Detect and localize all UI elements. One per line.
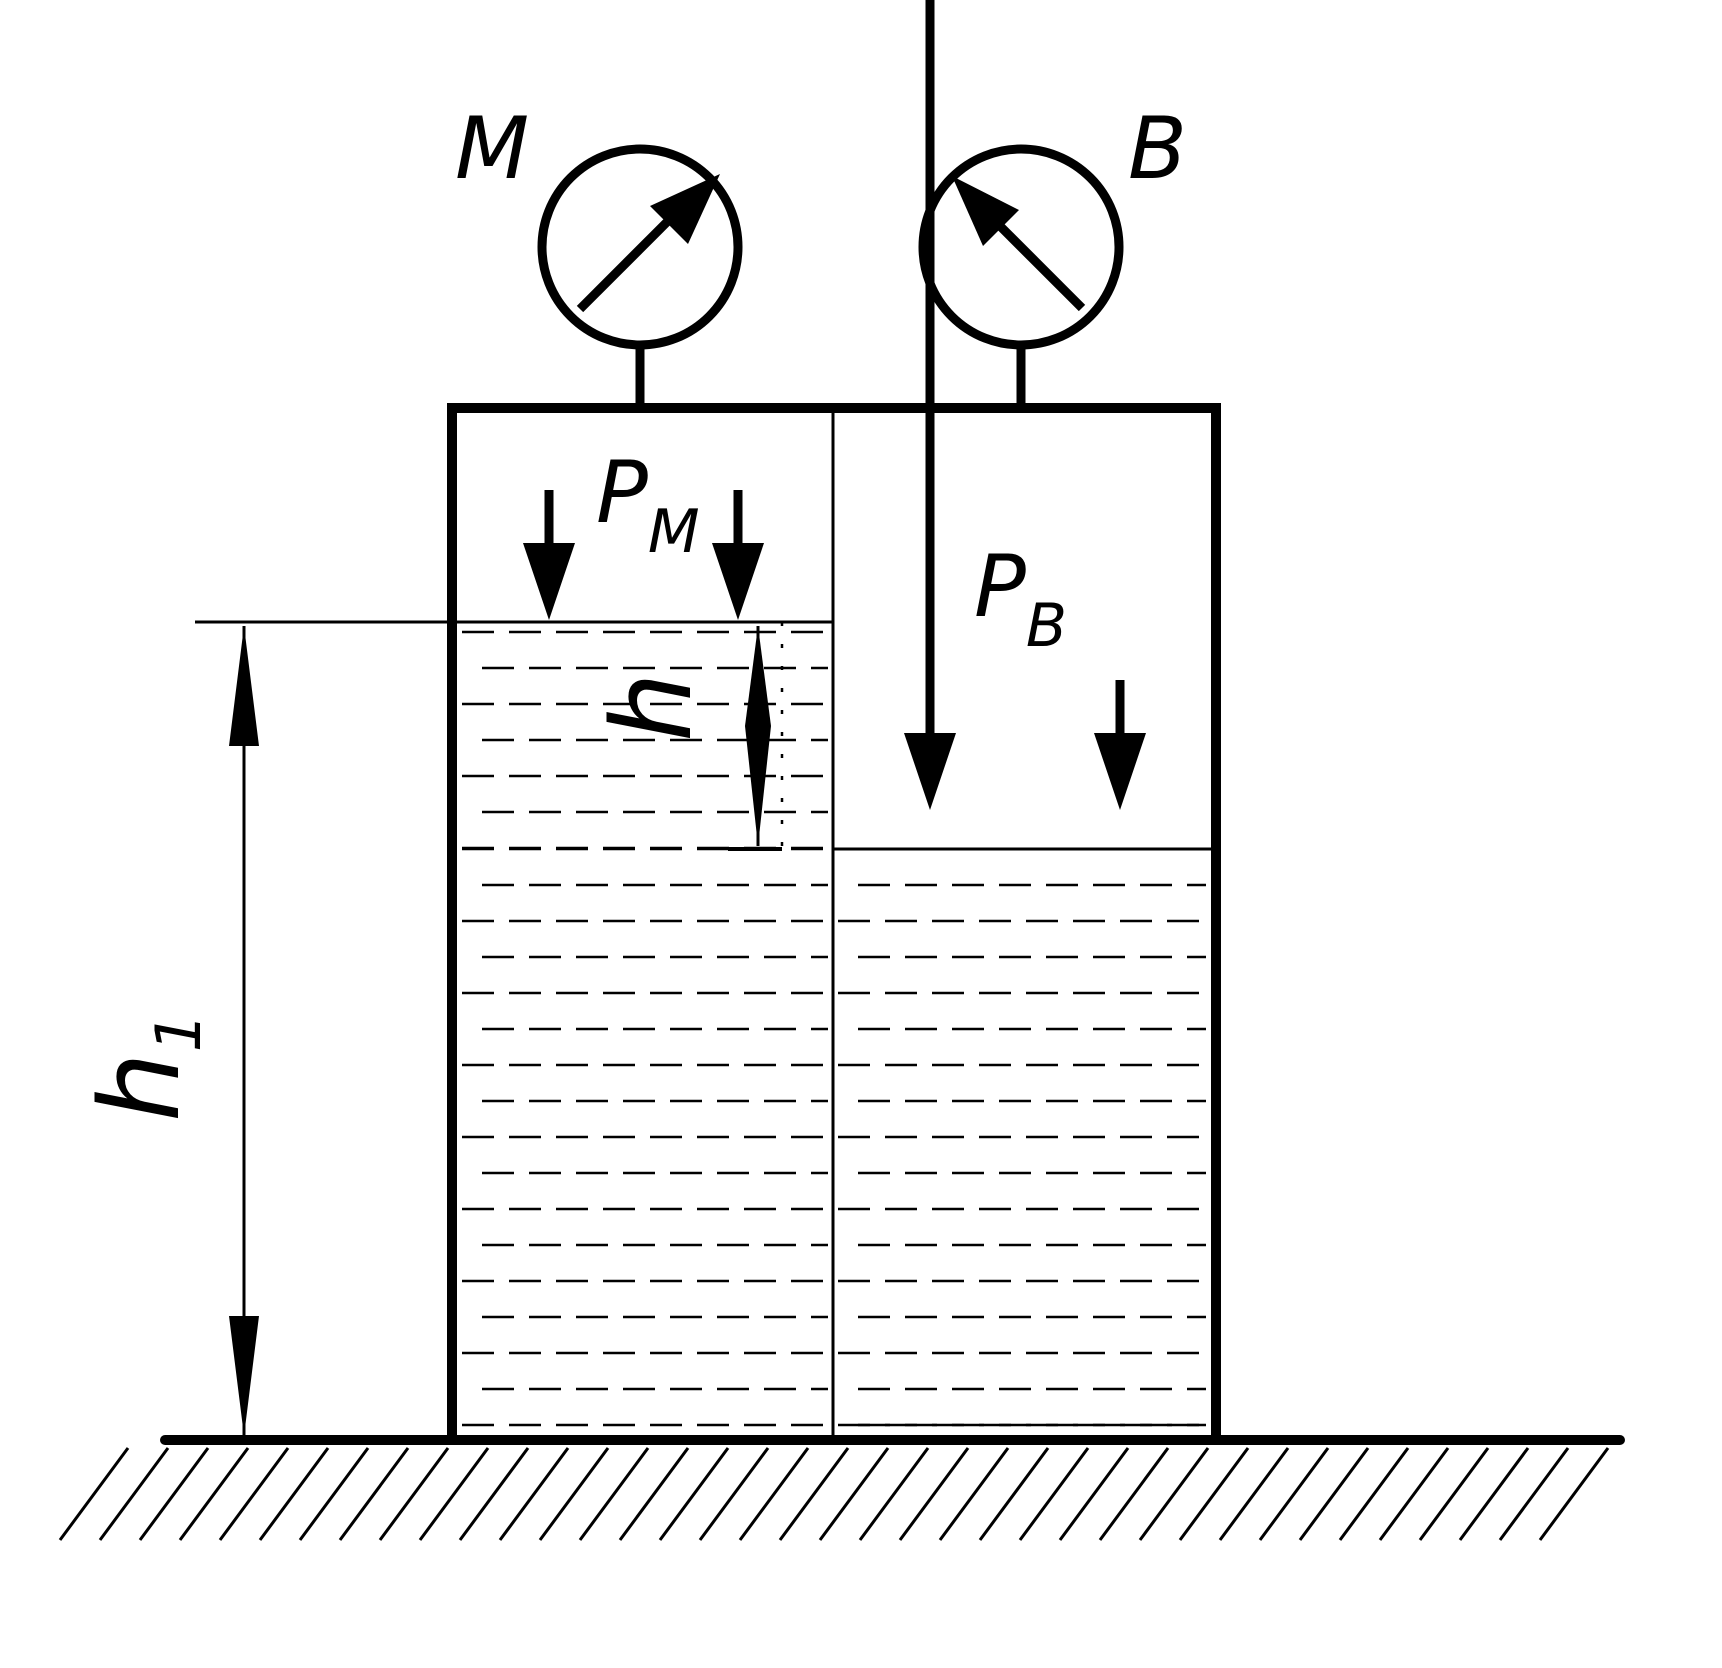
hatch-line: [818, 1447, 890, 1541]
ground-hatching: [58, 1447, 1610, 1541]
hatch-line: [298, 1447, 370, 1541]
hatch-line: [858, 1447, 930, 1541]
hatch-line: [58, 1447, 130, 1541]
label-h1-base: h: [76, 1052, 204, 1122]
liquid-left-lower: [462, 847, 828, 1427]
hatch-line: [378, 1447, 450, 1541]
hatch-line: [1178, 1447, 1250, 1541]
dimension-h: [728, 622, 784, 851]
label-p-b-base: P: [974, 537, 1026, 637]
hatch-line: [1258, 1447, 1330, 1541]
hatch-line: [218, 1447, 290, 1541]
hatch-line: [178, 1447, 250, 1541]
hatch-line: [1498, 1447, 1570, 1541]
hatch-line: [1458, 1447, 1530, 1541]
label-h: h: [588, 672, 716, 742]
hatch-line: [1298, 1447, 1370, 1541]
hatch-line: [458, 1447, 530, 1541]
hatch-line: [498, 1447, 570, 1541]
hatch-line: [98, 1447, 170, 1541]
hatch-line: [1338, 1447, 1410, 1541]
pressure-arrows-left: [523, 490, 764, 620]
hatch-line: [618, 1447, 690, 1541]
hatch-line: [338, 1447, 410, 1541]
hatch-line: [258, 1447, 330, 1541]
hatch-line: [1098, 1447, 1170, 1541]
pressure-arrows-right: [904, 0, 1146, 810]
hatch-line: [1018, 1447, 1090, 1541]
hatch-line: [898, 1447, 970, 1541]
label-p-m-base: P: [596, 443, 648, 543]
liquid-right: [838, 883, 1206, 1427]
label-vacuummeter: B: [1128, 99, 1187, 199]
dimension-h1: [229, 626, 259, 1436]
hatch-line: [738, 1447, 810, 1541]
liquid-left-upper: [462, 630, 828, 850]
label-p-m: PM: [596, 443, 700, 567]
label-p-b-sub: B: [1026, 591, 1067, 661]
hatch-line: [1058, 1447, 1130, 1541]
hatch-line: [538, 1447, 610, 1541]
hatch-line: [1418, 1447, 1490, 1541]
label-p-b: PB: [974, 537, 1067, 661]
label-manometer: M: [455, 99, 529, 199]
hatch-line: [1138, 1447, 1210, 1541]
label-p-m-sub: M: [648, 497, 700, 567]
manometer-gauge: [537, 144, 743, 408]
hatch-line: [978, 1447, 1050, 1541]
vacuummeter-gauge: [918, 144, 1124, 408]
hatch-line: [1218, 1447, 1290, 1541]
hatch-line: [938, 1447, 1010, 1541]
hatch-line: [418, 1447, 490, 1541]
label-h1-sub: 1: [142, 1013, 215, 1052]
label-h1: h1: [76, 1013, 215, 1122]
hatch-line: [658, 1447, 730, 1541]
hatch-line: [578, 1447, 650, 1541]
hatch-line: [778, 1447, 850, 1541]
hatch-line: [698, 1447, 770, 1541]
hatch-line: [1378, 1447, 1450, 1541]
hatch-line: [1538, 1447, 1610, 1541]
hatch-line: [138, 1447, 210, 1541]
